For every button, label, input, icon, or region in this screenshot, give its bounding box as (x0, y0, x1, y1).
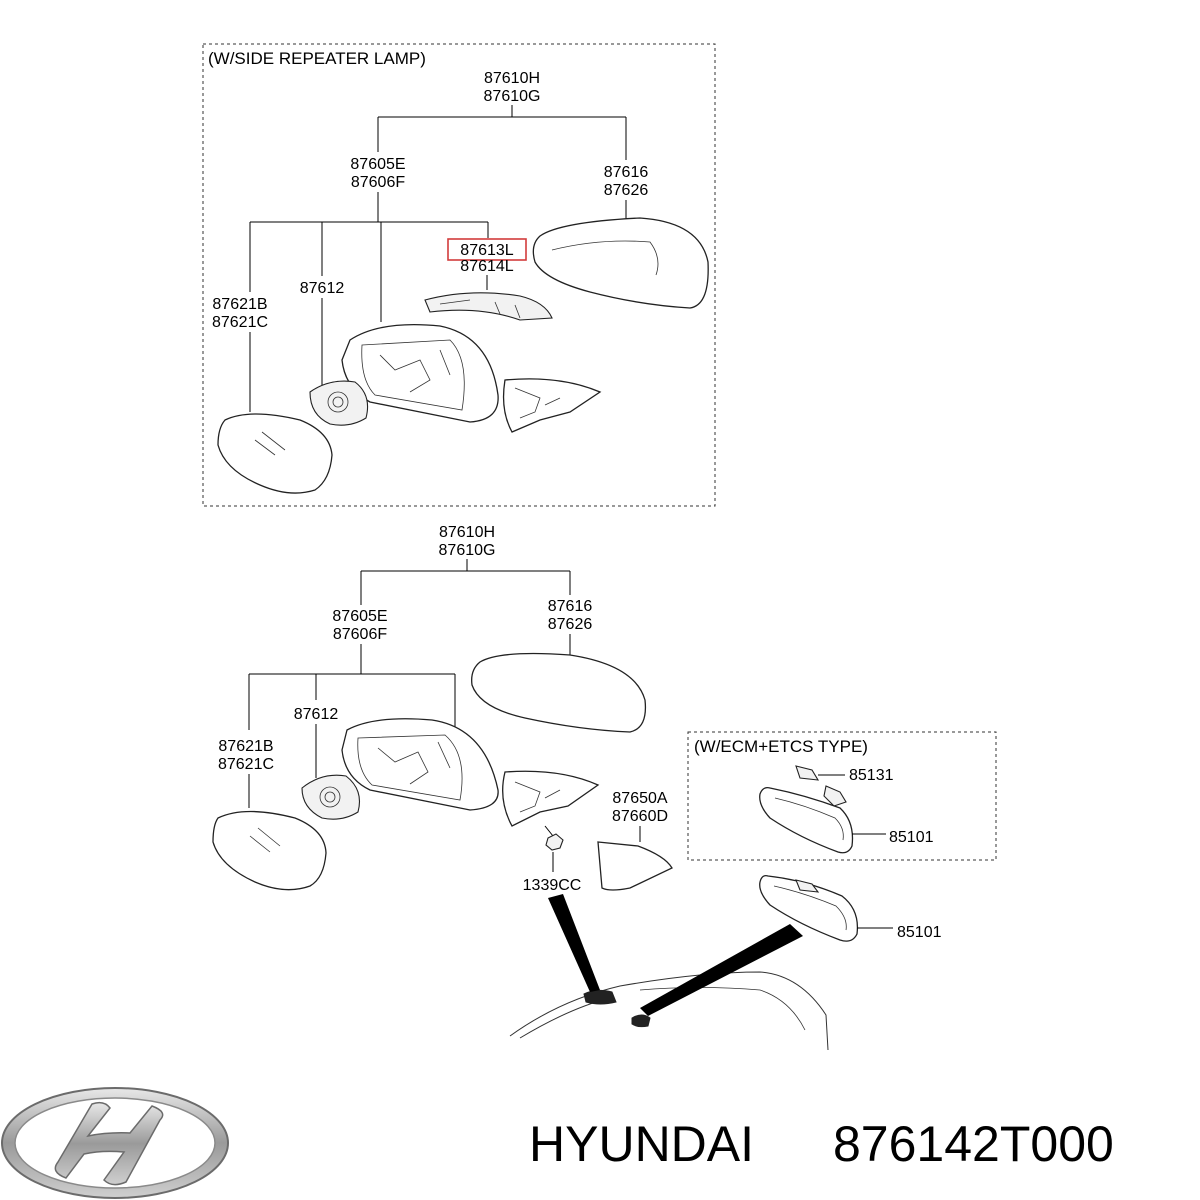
ecm-inside-mirror-label: 85101 (889, 829, 934, 846)
lower-housing-label-2: 87606F (333, 626, 387, 643)
pointer-wedge-inside-mirror (640, 924, 803, 1016)
mirror-base-shape (502, 378, 602, 433)
lower-actuator-shape (301, 774, 361, 820)
upper-assembly-label-2: 87610G (484, 88, 541, 105)
inside-mirror-group: 85101 (759, 874, 942, 942)
garnish-label-1: 87650A (612, 790, 667, 807)
upper-actuator-label: 87612 (300, 280, 345, 297)
lower-glass-label-1: 87621B (218, 738, 273, 755)
lower-actuator-label: 87612 (294, 706, 339, 723)
repeater-lamp-shape (424, 292, 553, 321)
lower-cover-label-1: 87616 (548, 598, 593, 615)
nut-shape (545, 833, 564, 851)
hyundai-logo-icon (1, 1087, 229, 1199)
repeater-lamp-label-2: 87614L (460, 258, 513, 275)
garnish-shape (597, 841, 673, 891)
sensor-shape (795, 765, 820, 781)
lower-assembly-label-1: 87610H (439, 524, 495, 541)
lower-housing-label-1: 87605E (332, 608, 387, 625)
repeater-lamp-label-1: 87613L (460, 242, 513, 259)
upper-group-frame (202, 43, 716, 507)
inside-mirror-shape (759, 874, 859, 942)
upper-assembly-label-1: 87610H (484, 70, 540, 87)
inside-mirror-label: 85101 (897, 924, 942, 941)
lower-mirror-base-shape (502, 770, 600, 827)
lower-group: 87610H 87610G 87605E 87606F 87616 87626 … (212, 524, 673, 894)
vehicle-outline (509, 894, 829, 1051)
upper-glass-label-1: 87621B (212, 296, 267, 313)
upper-housing-label-1: 87605E (350, 156, 405, 173)
upper-group: (W/SIDE REPEATER LAMP) 87610H 87610G 876… (202, 43, 716, 507)
upper-cover-label-1: 87616 (604, 164, 649, 181)
actuator-shape (309, 380, 369, 426)
brand-name: HYUNDAI (529, 1116, 754, 1172)
garnish-label-2: 87660D (612, 808, 668, 825)
mirror-glass-shape (217, 413, 333, 494)
upper-group-caption: (W/SIDE REPEATER LAMP) (208, 49, 426, 68)
ecm-group-caption: (W/ECM+ETCS TYPE) (694, 737, 868, 756)
ecm-inside-mirror-shape (759, 786, 854, 854)
footer: HYUNDAI 876142T000 (1, 1087, 1114, 1199)
mirror-cover-shape (532, 217, 709, 309)
ecm-group: (W/ECM+ETCS TYPE) 85131 85101 (687, 731, 997, 861)
lower-mirror-housing-shape (341, 718, 499, 811)
lower-mirror-cover-shape (471, 652, 647, 733)
pointer-wedge-outer-mirror (548, 894, 600, 992)
upper-glass-label-2: 87621C (212, 314, 268, 331)
lower-mirror-glass-shape (212, 810, 327, 891)
lower-cover-label-2: 87626 (548, 616, 593, 633)
lower-glass-label-2: 87621C (218, 756, 274, 773)
nut-label: 1339CC (523, 877, 582, 894)
upper-housing-label-2: 87606F (351, 174, 405, 191)
highlight-box (447, 238, 527, 261)
ecm-group-frame (687, 731, 997, 861)
lower-assembly-label-2: 87610G (439, 542, 496, 559)
sensor-label: 85131 (849, 767, 894, 784)
part-number: 876142T000 (833, 1116, 1114, 1172)
upper-cover-label-2: 87626 (604, 182, 649, 199)
